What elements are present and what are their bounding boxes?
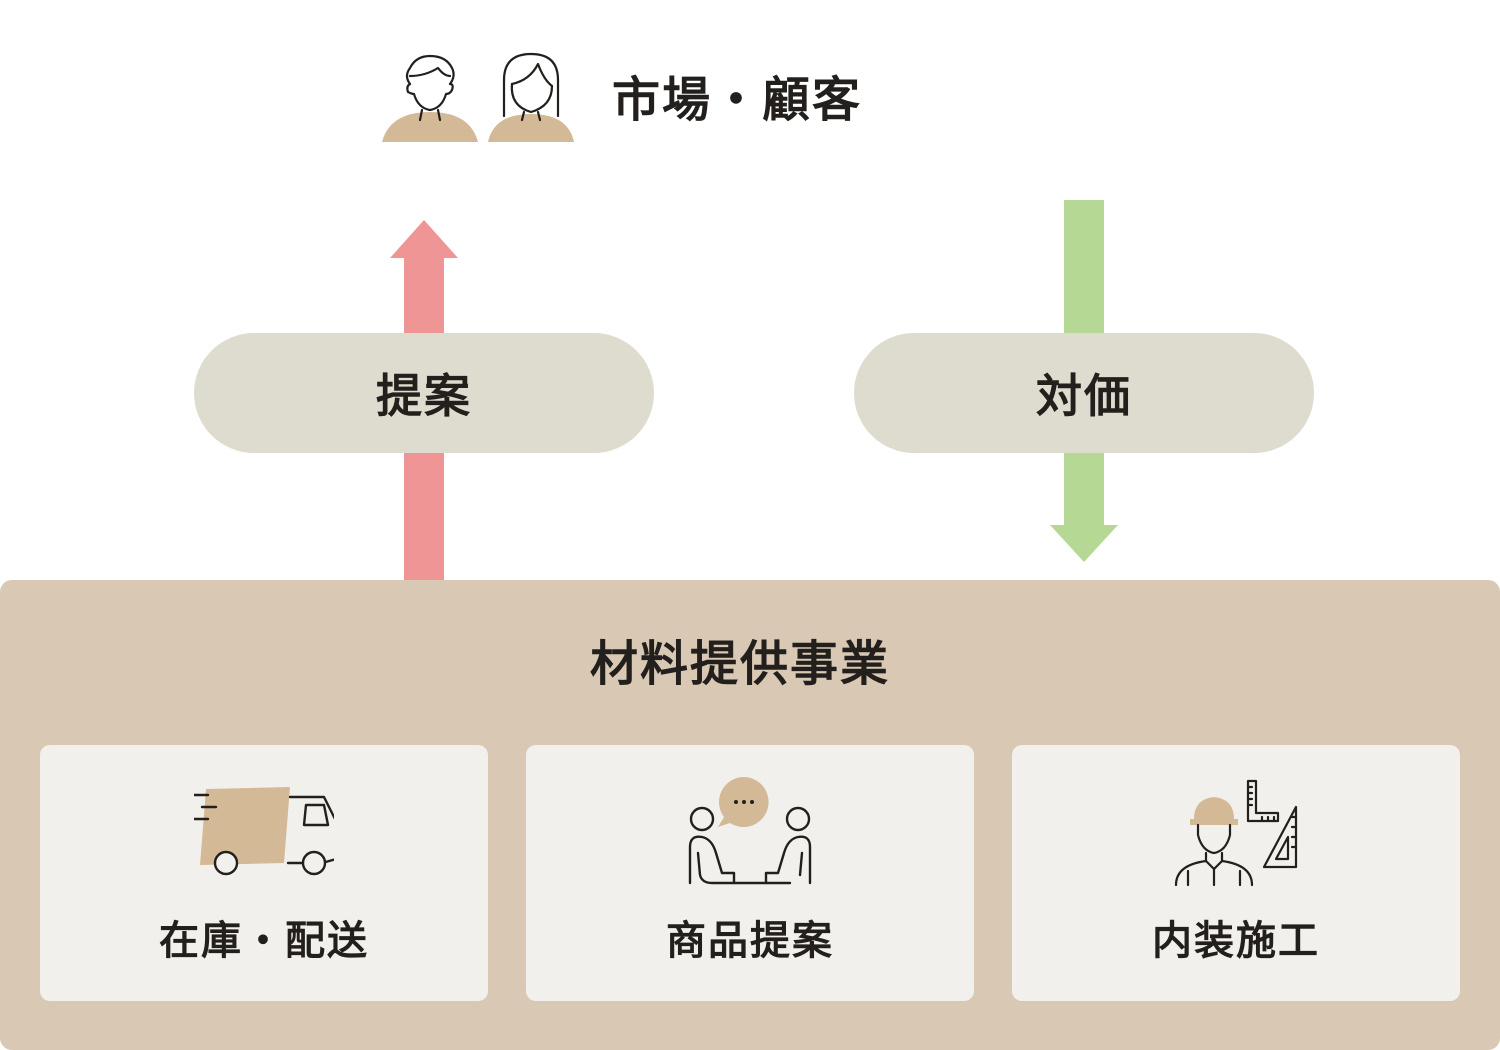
business-title: 材料提供事業 xyxy=(589,636,890,692)
construction-worker-icon xyxy=(1174,779,1298,887)
proposal-label: 提案 xyxy=(376,369,472,423)
payment-pill: 対価 xyxy=(854,333,1314,453)
woman-icon xyxy=(488,52,574,142)
service-card-stock-delivery: 在庫・配送 xyxy=(40,745,488,1001)
proposal-pill: 提案 xyxy=(194,333,654,453)
service-card-product-proposal: 商品提案 xyxy=(526,745,974,1001)
man-icon xyxy=(382,54,478,142)
market-title: 市場・顧客 xyxy=(612,72,863,128)
service-card-interior-construction: 内装施工 xyxy=(1012,745,1460,1001)
service-label: 内装施工 xyxy=(1152,918,1320,964)
service-label: 商品提案 xyxy=(666,918,834,964)
service-label: 在庫・配送 xyxy=(159,918,369,964)
payment-label: 対価 xyxy=(1036,369,1132,423)
delivery-truck-icon xyxy=(194,787,334,876)
consultation-icon xyxy=(688,777,812,885)
